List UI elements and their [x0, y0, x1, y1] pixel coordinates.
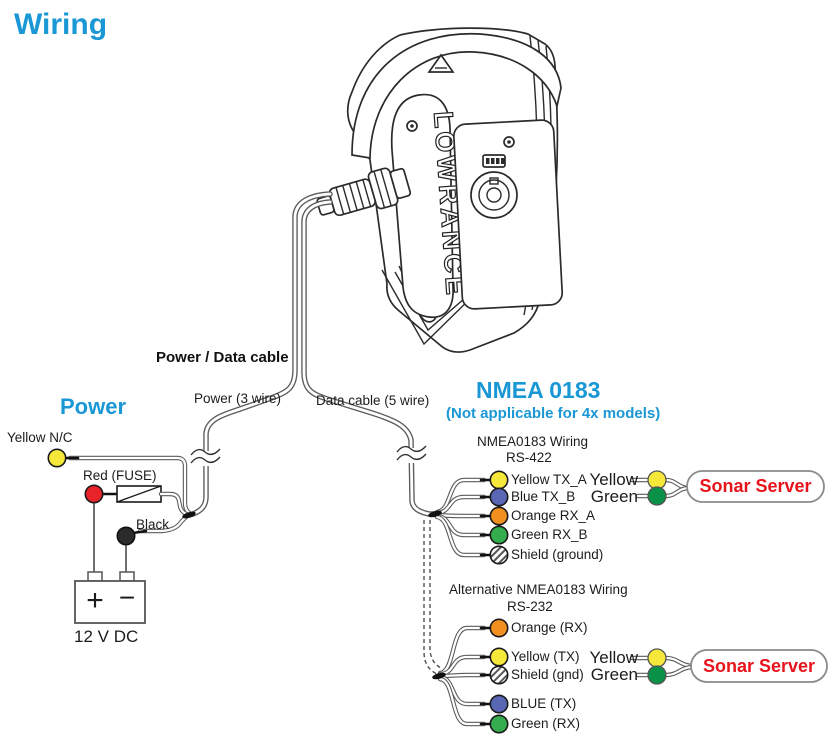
round-connector-socket-icon — [470, 171, 518, 219]
battery-minus-symbol: − — [119, 582, 135, 613]
rs422-title: NMEA0183 Wiring — [477, 434, 589, 449]
server2-yellow-circle — [647, 648, 667, 668]
rs232-wire-label-green: Green (RX) — [511, 716, 581, 731]
rs422-wire-label-green: Green RX_B — [511, 527, 588, 542]
power-junction-crimp — [182, 511, 196, 519]
rs422-wire-label-yellow: Yellow TX_A — [511, 472, 587, 487]
rs422-wire-label-shield: Shield (ground) — [511, 547, 604, 562]
cable-break-symbol — [396, 445, 427, 463]
server1-yellow-label: Yellow — [589, 470, 638, 489]
rs232-orange-wire-circle — [489, 618, 509, 638]
server1-yellow-circle — [647, 470, 667, 490]
rs232-wire-label-shield: Shield (gnd) — [511, 667, 584, 682]
power-section-heading: Power — [60, 394, 127, 419]
rs232-title: Alternative NMEA0183 Wiring — [449, 582, 628, 597]
power-branch-label: Power (3 wire) — [194, 391, 282, 406]
device-illustration: LOWRANCE — [316, 27, 564, 353]
rs422-wire-fan — [434, 470, 509, 565]
rs422-wire-label-blue: Blue TX_B — [511, 489, 576, 504]
device-face-panel — [453, 119, 564, 310]
rs232-yellow-wire-circle — [489, 647, 509, 667]
data-cable-branch — [301, 199, 439, 517]
rs422-yellow-wire-circle — [489, 470, 509, 490]
sonar-server-2-label: Sonar Server — [702, 655, 816, 676]
rs422-blue-wire-circle — [489, 487, 509, 507]
rs232-subtitle: RS-232 — [507, 599, 553, 614]
nmea-subheading: (Not applicable for 4x models) — [446, 405, 661, 422]
rs422-shield-wire-circle — [489, 545, 509, 565]
battery-body — [74, 580, 146, 624]
power-data-cable-label: Power / Data cable — [156, 349, 289, 366]
device-hood — [351, 32, 562, 160]
red-fuse-label: Red (FUSE) — [83, 468, 157, 483]
sonar-server-1-label: Sonar Server — [699, 476, 812, 496]
battery-voltage-label: 12 V DC — [74, 627, 139, 646]
cable-break-symbol — [190, 448, 221, 466]
server1-green-circle — [647, 486, 667, 506]
rs422-subtitle: RS-422 — [506, 450, 552, 465]
black-wire-end — [116, 526, 136, 546]
red-wire-end — [84, 484, 104, 504]
dashed-cable-continuation — [423, 520, 442, 675]
yellow-nc-wire — [47, 448, 194, 517]
rs232-junction-crimp — [432, 672, 446, 680]
sonar-server-1-connection — [629, 470, 825, 506]
data-branch-label: Data cable (5 wire) — [316, 393, 430, 408]
battery-terminal-negative — [119, 571, 135, 582]
rs232-wire-label-blue: BLUE (TX) — [511, 696, 577, 711]
sonar-server-2-connection — [629, 648, 828, 685]
rs232-blue-wire-circle — [489, 694, 509, 714]
server1-green-label: Green — [590, 487, 638, 506]
triangle-logo-icon — [427, 53, 455, 73]
red-fuse-wire — [84, 484, 191, 518]
black-wire — [116, 513, 190, 546]
rs422-orange-wire-circle — [489, 506, 509, 526]
rs422-wire-label-orange: Orange RX_A — [511, 508, 596, 523]
rs232-green-wire-circle — [489, 714, 509, 734]
battery-terminal-positive — [87, 571, 103, 582]
power-cable-branch — [186, 191, 333, 518]
yellow-wire-end — [47, 448, 67, 468]
nmea-heading: NMEA 0183 — [476, 377, 601, 403]
battery-plus-symbol: + — [86, 584, 104, 617]
black-label: Black — [136, 517, 170, 532]
rs422-junction-crimp — [428, 510, 442, 518]
rs232-shield-wire-circle — [489, 665, 509, 685]
yellow-nc-label: Yellow N/C — [7, 430, 73, 445]
sonar-server-2-pill — [690, 649, 828, 683]
rs232-wire-fan — [437, 618, 509, 734]
server2-green-circle — [647, 665, 667, 685]
rs232-wire-label-yellow: Yellow (TX) — [511, 649, 580, 664]
page-title: Wiring — [14, 8, 108, 41]
rs232-wire-label-orange: Orange (RX) — [511, 620, 588, 635]
server2-green-label: Green — [590, 665, 638, 684]
rs422-green-wire-circle — [489, 525, 509, 545]
pin-port-icon — [482, 154, 506, 168]
battery: + − — [74, 503, 146, 624]
server2-yellow-label: Yellow — [589, 648, 638, 667]
sonar-server-1-pill — [686, 470, 825, 503]
cable-plug-connector — [316, 167, 412, 217]
